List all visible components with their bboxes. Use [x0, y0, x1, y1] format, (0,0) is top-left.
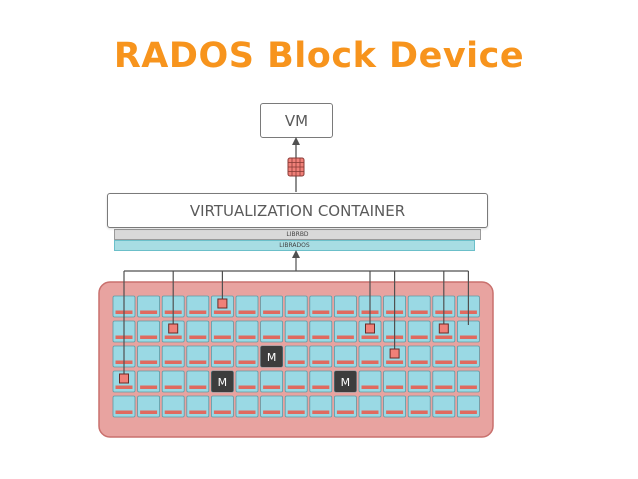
block-device-icon: [287, 157, 305, 177]
osd-node: [235, 345, 259, 368]
osd-node: [309, 395, 333, 418]
osd-node: [137, 370, 161, 393]
osd-node: [456, 345, 480, 368]
osd-node: [432, 370, 456, 393]
object-block: [217, 298, 228, 309]
osd-node: [235, 370, 259, 393]
osd-node: [260, 395, 284, 418]
osd-node: [112, 395, 136, 418]
osd-node: [186, 320, 210, 343]
osd-node: [333, 395, 357, 418]
monitor-node: M: [260, 346, 283, 367]
osd-node: [309, 345, 333, 368]
virtualization-container-label: VIRTUALIZATION CONTAINER: [189, 201, 406, 220]
osd-node: [186, 370, 210, 393]
osd-node: [284, 320, 308, 343]
monitor-node: M: [334, 371, 357, 392]
osd-node: [186, 295, 210, 318]
monitor-node: M: [211, 371, 234, 392]
osd-node: [235, 295, 259, 318]
monitor-label: M: [341, 376, 351, 389]
osd-node: [260, 320, 284, 343]
osd-node: [186, 395, 210, 418]
osd-node: [432, 395, 456, 418]
osd-node: [358, 345, 382, 368]
osd-node: [284, 295, 308, 318]
osd-node: [210, 395, 234, 418]
osd-node: [161, 345, 185, 368]
osd-node: [186, 345, 210, 368]
osd-node: [383, 395, 407, 418]
osd-node: [137, 345, 161, 368]
librbd-layer: LIBRBD: [114, 229, 481, 240]
osd-node: [456, 395, 480, 418]
osd-node: [358, 395, 382, 418]
page-title: RADOS Block Device: [113, 36, 525, 76]
osd-node: [137, 320, 161, 343]
osd-node: [210, 320, 234, 343]
osd-node: [235, 320, 259, 343]
osd-node: [383, 370, 407, 393]
osd-node: [407, 320, 431, 343]
osd-node: [260, 370, 284, 393]
osd-node: [333, 295, 357, 318]
osd-node: [456, 370, 480, 393]
osd-node: [407, 370, 431, 393]
osd-node: [260, 295, 284, 318]
vm-label: VM: [284, 111, 309, 130]
osd-node: [309, 320, 333, 343]
osd-node: [358, 370, 382, 393]
osd-node: [137, 395, 161, 418]
osd-node: [407, 295, 431, 318]
object-connections: [123, 270, 469, 375]
osd-node: [161, 395, 185, 418]
osd-node: [284, 370, 308, 393]
librbd-label: LIBRBD: [286, 231, 309, 238]
osd-node: [309, 295, 333, 318]
osd-node: [333, 345, 357, 368]
object-block: [365, 323, 375, 334]
osd-node: [309, 370, 333, 393]
monitor-label: M: [267, 351, 277, 364]
osd-node: [432, 345, 456, 368]
osd-node: [235, 395, 259, 418]
osd-node: [210, 345, 234, 368]
osd-node: [161, 370, 185, 393]
virtualization-container-box: VIRTUALIZATION CONTAINER: [107, 193, 488, 228]
librados-label: LIBRADOS: [279, 242, 310, 249]
osd-node: [407, 395, 431, 418]
vm-box: VM: [260, 103, 333, 138]
object-block: [389, 348, 400, 359]
osd-node: [284, 395, 308, 418]
monitor-label: M: [218, 376, 228, 389]
osd-node: [407, 345, 431, 368]
osd-node: [137, 295, 161, 318]
object-block: [168, 323, 179, 334]
osd-node: [284, 345, 308, 368]
osd-node: [333, 320, 357, 343]
object-block: [438, 323, 449, 334]
object-block: [119, 373, 129, 384]
